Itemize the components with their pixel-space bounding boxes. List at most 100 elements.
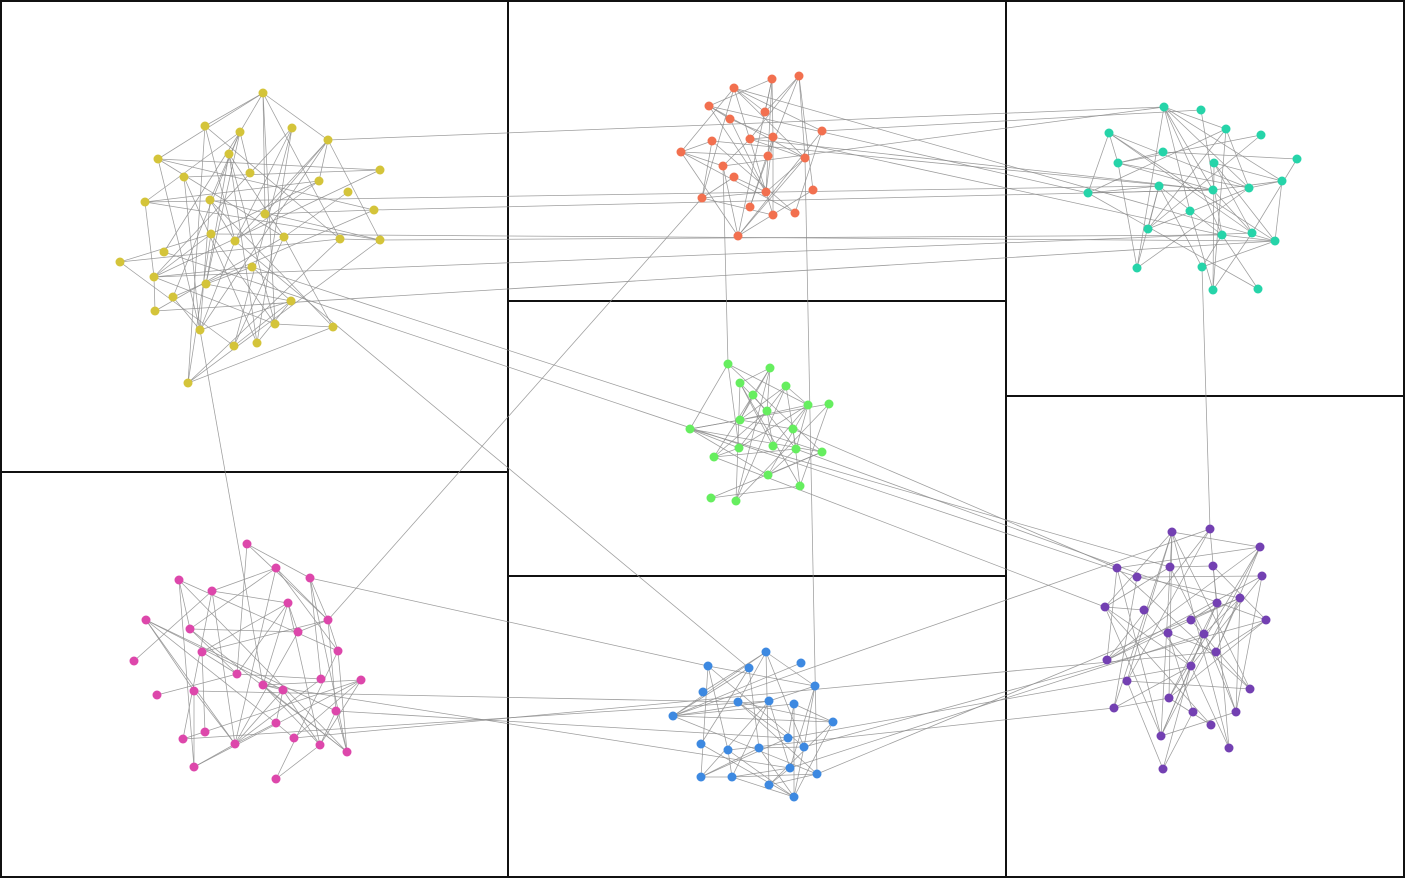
graph-node-orange: [725, 114, 735, 124]
graph-node-orange: [697, 193, 707, 203]
graph-node-magenta: [342, 747, 352, 757]
graph-node-yellow: [168, 292, 178, 302]
graph-node-yellow: [183, 378, 193, 388]
graph-edge: [795, 404, 809, 450]
graph-node-magenta: [152, 690, 162, 700]
graph-edge: [133, 590, 213, 662]
graph-node-yellow: [270, 319, 280, 329]
graph-node-yellow: [140, 197, 150, 207]
graph-edge: [765, 651, 805, 748]
graph-edge: [211, 590, 236, 745]
graph-node-blue: [761, 647, 771, 657]
graph-edge: [1274, 180, 1283, 242]
graph-node-teal: [1208, 285, 1218, 295]
graph-node-blue: [698, 687, 708, 697]
graph-edge: [713, 367, 771, 458]
graph-node-purple: [1206, 720, 1216, 730]
graph-edge: [768, 721, 834, 786]
graph-edge: [283, 236, 334, 328]
graph-node-yellow: [335, 234, 345, 244]
graph-edge: [199, 139, 329, 331]
graph-node-yellow: [287, 123, 297, 133]
nodes-layer: [115, 71, 1302, 802]
graph-edge: [739, 419, 794, 430]
graph-node-yellow: [150, 306, 160, 316]
graph-edge: [201, 651, 206, 733]
graph-edge: [187, 238, 341, 384]
graph-edge: [771, 78, 774, 138]
graph-edge: [319, 679, 362, 746]
graph-node-blue: [764, 696, 774, 706]
graph-edge: [768, 700, 791, 769]
graph-edge: [264, 209, 375, 215]
graph-edge: [157, 158, 201, 331]
graph-node-blue: [733, 697, 743, 707]
graph-edge: [153, 127, 293, 278]
graph-node-orange: [767, 74, 777, 84]
graph-node-purple: [1231, 707, 1241, 717]
graph-edge: [234, 631, 299, 745]
graph-node-green: [824, 399, 834, 409]
graph-edge: [700, 700, 770, 778]
graph-node-green: [803, 400, 813, 410]
graph-edge: [1116, 567, 1251, 690]
graph-edge: [309, 577, 709, 667]
graph-node-yellow: [314, 176, 324, 186]
graph-node-green: [791, 444, 801, 454]
graph-node-yellow: [235, 127, 245, 137]
edges-layer: [119, 75, 1298, 798]
graph-edge: [708, 78, 773, 107]
graph-edge: [1162, 711, 1194, 770]
graph-edge: [251, 266, 823, 453]
graph-node-green: [723, 359, 733, 369]
graph-node-yellow: [179, 172, 189, 182]
graph-edge: [199, 329, 264, 686]
graph-node-yellow: [230, 236, 240, 246]
graph-node-orange: [676, 147, 686, 157]
graph-node-yellow: [205, 195, 215, 205]
graph-node-blue: [764, 780, 774, 790]
graph-edge: [234, 567, 277, 745]
graph-edge: [153, 276, 156, 312]
graph-node-blue: [696, 739, 706, 749]
graph-node-yellow: [375, 235, 385, 245]
graph-edge: [1143, 609, 1192, 667]
graph-edge: [727, 707, 1115, 751]
graph-edge: [1190, 633, 1205, 667]
graph-edge: [707, 665, 729, 751]
graph-edge: [816, 597, 1241, 775]
graph-edge: [1201, 234, 1223, 268]
graph-edge: [233, 300, 292, 347]
graph-node-blue: [789, 699, 799, 709]
graph-edge: [293, 679, 362, 739]
graph-edge: [182, 679, 362, 740]
graph-edge: [700, 743, 795, 798]
graph-edge: [739, 382, 774, 447]
graph-edge: [764, 78, 773, 113]
graph-edge: [701, 176, 735, 199]
graph-edge: [144, 185, 1160, 203]
graph-edge: [283, 191, 349, 238]
graph-edge: [1160, 711, 1237, 737]
graph-node-teal: [1132, 263, 1142, 273]
graph-edge: [1162, 151, 1298, 160]
graph-edge: [737, 701, 789, 739]
graph-node-magenta: [316, 674, 326, 684]
graph-node-magenta: [305, 573, 315, 583]
graph-node-orange: [800, 153, 810, 163]
graph-edge: [803, 685, 816, 748]
graph-edge: [1147, 128, 1227, 230]
graph-edge: [199, 199, 211, 331]
graph-node-teal: [1292, 154, 1302, 164]
graph-node-purple: [1100, 602, 1110, 612]
graph-edge: [1163, 106, 1223, 236]
graph-node-magenta: [189, 686, 199, 696]
graph-node-orange: [808, 185, 818, 195]
graph-edge: [337, 650, 348, 753]
graph-node-yellow: [375, 165, 385, 175]
graph-node-yellow: [286, 296, 296, 306]
graph-edge: [708, 105, 767, 193]
graph-edge: [727, 749, 795, 798]
graph-node-orange: [790, 208, 800, 218]
